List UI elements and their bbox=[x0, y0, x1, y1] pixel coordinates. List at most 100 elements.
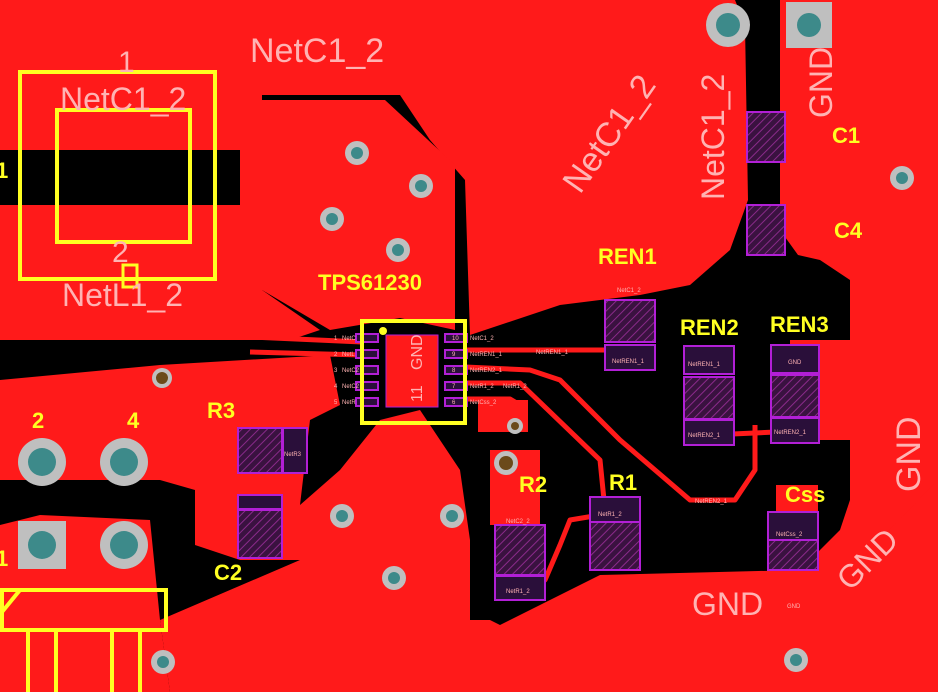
copper-pour-css[interactable] bbox=[776, 485, 818, 515]
via[interactable] bbox=[784, 648, 808, 672]
ic-pin-net: NetREN1_1 bbox=[470, 352, 503, 358]
pad-ren1-b[interactable] bbox=[604, 344, 656, 371]
pad-css-a[interactable] bbox=[767, 511, 819, 541]
ic-pin-net: NetR1_2 bbox=[470, 384, 494, 390]
copper-pour-netc1-2-top[interactable] bbox=[0, 0, 748, 335]
ic-pin-num: 9 bbox=[452, 352, 456, 358]
pad-ren2-c[interactable] bbox=[683, 419, 735, 446]
pad-c2-b[interactable] bbox=[237, 509, 283, 559]
pad-ren2-a[interactable] bbox=[683, 345, 735, 375]
via[interactable] bbox=[151, 650, 175, 674]
via[interactable] bbox=[320, 207, 344, 231]
designator-r1: R1 bbox=[609, 470, 637, 495]
silk-inductor-marker bbox=[121, 263, 139, 289]
via[interactable] bbox=[330, 504, 354, 528]
ic-pin[interactable] bbox=[355, 349, 379, 359]
ic-center-net: GND bbox=[409, 334, 426, 370]
pad-net: NetREN2_1 bbox=[774, 430, 807, 436]
designator-c2: C2 bbox=[214, 560, 242, 585]
ic-pin[interactable] bbox=[355, 365, 379, 375]
ic-pin[interactable] bbox=[355, 333, 379, 343]
ic-pin-net: NetC1_2 bbox=[470, 336, 494, 342]
pad-r3-a[interactable] bbox=[237, 427, 283, 474]
inductor-pin1: 1 bbox=[118, 46, 135, 79]
connector-pin2: 2 bbox=[32, 408, 44, 433]
ic-pin-num: 4 bbox=[334, 384, 338, 390]
ic-pin-net: NetREN2_1 bbox=[470, 368, 503, 374]
via[interactable] bbox=[786, 2, 832, 48]
ic-thermal-pad[interactable] bbox=[385, 334, 439, 408]
net-label-gnd-top-right: GND bbox=[803, 47, 839, 118]
silk-connector-lead bbox=[0, 588, 22, 614]
via[interactable] bbox=[345, 141, 369, 165]
trace-netren2[interactable] bbox=[464, 364, 758, 503]
ic-pin-num: 8 bbox=[452, 368, 456, 374]
trace-net: GND bbox=[787, 604, 801, 610]
pad-c4[interactable] bbox=[746, 204, 786, 256]
via[interactable] bbox=[18, 438, 66, 486]
pad-css-b[interactable] bbox=[767, 539, 819, 571]
net-label-netl1-2: NetL1_2 bbox=[62, 277, 183, 313]
pad-r2-b[interactable] bbox=[494, 575, 546, 601]
copper-pour-gnd-right[interactable] bbox=[780, 0, 938, 560]
designator-ren1: REN1 bbox=[598, 244, 657, 269]
net-label-netc1-2-rot-b: NetC1_2 bbox=[695, 74, 731, 200]
ic-pin-net: NetL bbox=[342, 352, 355, 358]
designator-c1: C1 bbox=[832, 123, 860, 148]
pad-ren3-b[interactable] bbox=[770, 374, 820, 418]
designator-c4: C4 bbox=[834, 218, 863, 243]
pad-c1[interactable] bbox=[746, 111, 786, 163]
ic-pins bbox=[355, 333, 468, 408]
designator-ren3: REN3 bbox=[770, 312, 829, 337]
ic-pin[interactable] bbox=[355, 381, 379, 391]
copper-pour-gnd-bottom-center[interactable] bbox=[160, 410, 938, 692]
pad-r1-b[interactable] bbox=[589, 521, 641, 571]
via[interactable] bbox=[494, 451, 518, 475]
traces bbox=[249, 334, 821, 588]
pad-ren3-a[interactable] bbox=[770, 344, 820, 374]
ic-pin1-dot bbox=[379, 327, 387, 335]
pad-net: NetR3 bbox=[284, 452, 302, 458]
pad-net: NetR1_2 bbox=[506, 589, 530, 595]
via[interactable] bbox=[706, 3, 750, 47]
via[interactable] bbox=[382, 566, 406, 590]
via[interactable] bbox=[386, 238, 410, 262]
via[interactable] bbox=[100, 438, 148, 486]
pad-ren3-c[interactable] bbox=[770, 417, 820, 444]
designator-r3: R3 bbox=[207, 398, 235, 423]
via[interactable] bbox=[440, 504, 464, 528]
pad-ren2-b[interactable] bbox=[683, 376, 735, 420]
net-label-gnd-right: GND bbox=[890, 416, 928, 492]
copper-pour-center[interactable] bbox=[262, 100, 455, 330]
via[interactable] bbox=[890, 166, 914, 190]
via[interactable] bbox=[18, 521, 66, 569]
pad-net: NetREN1_1 bbox=[612, 359, 645, 365]
pad-c2-a[interactable] bbox=[237, 494, 283, 510]
pad-r2-a[interactable] bbox=[494, 524, 546, 576]
copper-pour-netl1-2[interactable] bbox=[0, 150, 320, 340]
net-label-netc1-2-inductor: NetC1_2 bbox=[60, 81, 186, 117]
trace-net: NetREN1_1 bbox=[536, 350, 569, 356]
designator-r2: R2 bbox=[519, 472, 547, 497]
trace-netr1[interactable] bbox=[465, 380, 608, 511]
ic-pin-net: NetCss_2 bbox=[470, 400, 497, 406]
inductor-side-label: 1 bbox=[0, 158, 8, 183]
trace-net: NetREN2_1 bbox=[695, 499, 728, 505]
designator-tps61230: TPS61230 bbox=[318, 270, 422, 295]
trace-netcss[interactable] bbox=[465, 396, 522, 408]
via[interactable] bbox=[409, 174, 433, 198]
trace-left-2[interactable] bbox=[249, 349, 363, 358]
trace-left-1[interactable] bbox=[249, 334, 363, 345]
pad-net: NetREN2_1 bbox=[688, 433, 721, 439]
via[interactable] bbox=[152, 368, 172, 388]
via[interactable] bbox=[100, 521, 148, 569]
pad-ren1-a[interactable] bbox=[604, 299, 656, 343]
designator-ren2: REN2 bbox=[680, 315, 739, 340]
ic-left-pin-labels: NetC NetL NetC2 NetC2 NetR 1 2 3 4 5 bbox=[334, 336, 360, 406]
pad-r1-a[interactable] bbox=[589, 496, 641, 523]
net-label-gnd-bottom: GND bbox=[692, 586, 763, 622]
via[interactable] bbox=[507, 418, 523, 434]
pad-r3-b[interactable] bbox=[282, 427, 308, 474]
ic-pin-num: 10 bbox=[452, 336, 459, 342]
ic-pin[interactable] bbox=[355, 397, 379, 407]
